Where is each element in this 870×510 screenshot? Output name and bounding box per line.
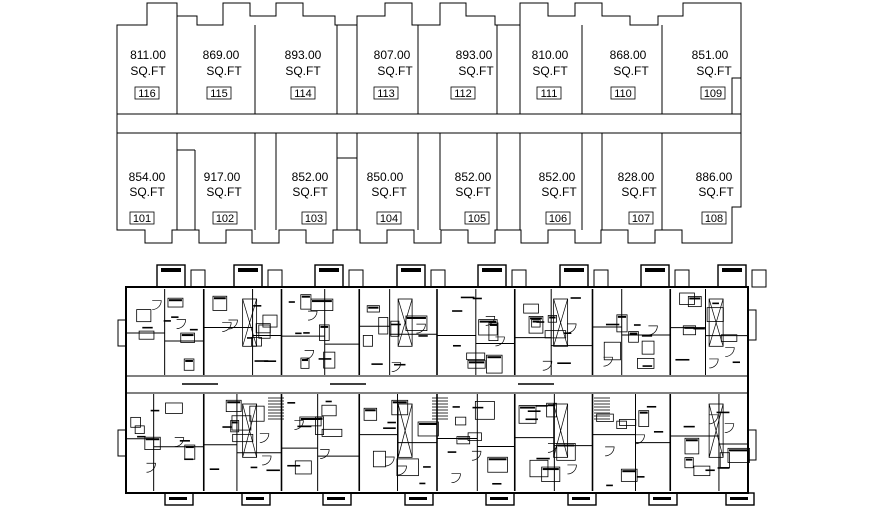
svg-text:113: 113: [377, 88, 395, 100]
svg-text:917.00: 917.00: [204, 170, 241, 184]
area-plan-top-row-outline: [116, 2, 742, 115]
area-plan: 811.00 SQ.FT 116 869.00 SQ.FT 115 893.00…: [116, 2, 742, 244]
svg-text:102: 102: [216, 213, 234, 225]
svg-text:105: 105: [468, 213, 486, 225]
svg-text:SQ.FT: SQ.FT: [377, 64, 413, 78]
unit-label-102: 917.00 SQ.FT 102: [204, 170, 243, 225]
svg-text:SQ.FT: SQ.FT: [371, 185, 407, 199]
unit-label-106: 852.00 SQ.FT 106: [539, 170, 578, 225]
svg-text:SQ.FT: SQ.FT: [532, 64, 568, 78]
unit-label-105: 852.00 SQ.FT 105: [455, 170, 492, 225]
unit-label-107: 828.00 SQ.FT 107: [618, 170, 658, 225]
unit-label-114: 893.00 SQ.FT 114: [285, 48, 322, 100]
svg-text:886.00: 886.00: [696, 170, 733, 184]
svg-text:850.00: 850.00: [367, 170, 404, 184]
svg-text:SQ.FT: SQ.FT: [698, 185, 734, 199]
svg-text:854.00: 854.00: [129, 170, 166, 184]
area-plan-bottom-row-outline: [116, 132, 742, 244]
svg-text:SQ.FT: SQ.FT: [458, 64, 494, 78]
svg-text:SQ.FT: SQ.FT: [129, 185, 165, 199]
bottom-row-dividers: [176, 133, 663, 230]
svg-text:SQ.FT: SQ.FT: [130, 64, 166, 78]
svg-text:106: 106: [549, 213, 567, 225]
svg-text:115: 115: [210, 88, 228, 100]
svg-text:869.00: 869.00: [203, 48, 240, 62]
svg-text:893.00: 893.00: [456, 48, 493, 62]
svg-text:114: 114: [294, 88, 312, 100]
svg-text:107: 107: [632, 213, 650, 225]
svg-text:852.00: 852.00: [455, 170, 492, 184]
unit-label-101: 854.00 SQ.FT 101: [129, 170, 166, 225]
unit-label-110: 868.00 SQ.FT 110: [610, 48, 650, 100]
svg-text:109: 109: [704, 88, 722, 100]
unit-label-108: 886.00 SQ.FT 108: [696, 170, 735, 225]
unit-label-115: 869.00 SQ.FT 115: [203, 48, 243, 100]
svg-text:SQ.FT: SQ.FT: [206, 64, 242, 78]
svg-text:893.00: 893.00: [285, 48, 322, 62]
svg-text:SQ.FT: SQ.FT: [455, 185, 491, 199]
svg-text:112: 112: [454, 88, 472, 100]
svg-text:811.00: 811.00: [130, 48, 166, 62]
svg-text:810.00: 810.00: [532, 48, 569, 62]
unit-label-104: 850.00 SQ.FT 104: [367, 170, 408, 225]
svg-text:SQ.FT: SQ.FT: [285, 64, 321, 78]
svg-text:104: 104: [380, 213, 398, 225]
svg-text:852.00: 852.00: [539, 170, 576, 184]
svg-text:807.00: 807.00: [374, 48, 411, 62]
unit-label-103: 852.00 SQ.FT 103: [292, 170, 329, 225]
unit-label-111: 810.00 SQ.FT 111: [532, 48, 569, 100]
svg-text:SQ.FT: SQ.FT: [541, 185, 577, 199]
svg-text:103: 103: [305, 213, 323, 225]
top-row-dividers: [176, 16, 663, 114]
svg-text:116: 116: [138, 88, 156, 100]
svg-text:868.00: 868.00: [610, 48, 647, 62]
svg-text:852.00: 852.00: [292, 170, 329, 184]
svg-text:SQ.FT: SQ.FT: [206, 185, 242, 199]
furniture-plan-detail: [117, 264, 767, 506]
furniture-plan: [117, 264, 767, 506]
svg-text:101: 101: [133, 213, 151, 225]
svg-text:851.00: 851.00: [692, 48, 729, 62]
svg-text:110: 110: [614, 88, 632, 100]
unit-label-116: 811.00 SQ.FT 116: [130, 48, 166, 100]
unit-label-113: 807.00 SQ.FT 113: [373, 48, 413, 100]
svg-text:828.00: 828.00: [618, 170, 655, 184]
furniture-plan-corridor: [125, 375, 749, 394]
unit-label-109: 851.00 SQ.FT 109: [692, 48, 733, 100]
svg-text:111: 111: [541, 88, 558, 100]
svg-text:SQ.FT: SQ.FT: [621, 185, 657, 199]
svg-text:SQ.FT: SQ.FT: [696, 64, 732, 78]
svg-text:SQ.FT: SQ.FT: [292, 185, 328, 199]
svg-text:SQ.FT: SQ.FT: [613, 64, 649, 78]
unit-label-112: 893.00 SQ.FT 112: [450, 48, 494, 100]
svg-text:108: 108: [705, 213, 723, 225]
